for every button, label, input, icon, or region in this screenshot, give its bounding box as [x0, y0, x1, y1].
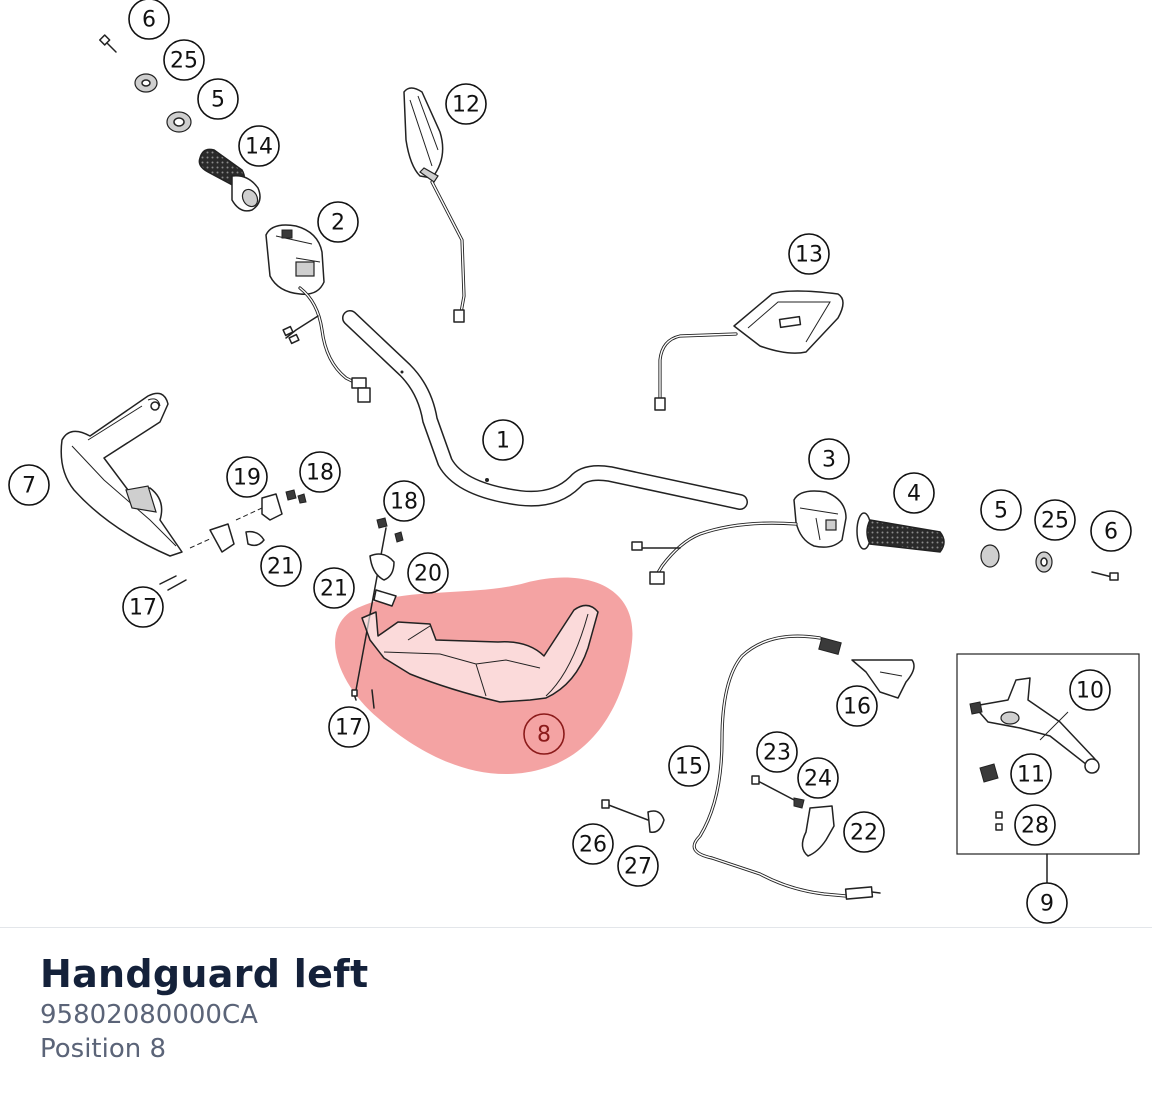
svg-text:3: 3 [822, 448, 836, 473]
bar-end-assembly-right [980, 544, 1119, 581]
svg-text:5: 5 [211, 88, 225, 113]
svg-text:24: 24 [804, 767, 832, 792]
cable-boot [851, 659, 915, 699]
svg-text:23: 23 [763, 741, 791, 766]
callout-16[interactable]: 16 [836, 685, 878, 727]
callout-9[interactable]: 9 [1026, 882, 1068, 924]
callout-18-a[interactable]: 18 [299, 451, 341, 493]
exploded-parts-diagram: 6 25 5 14 2 12 13 1 3 4 5 25 6 7 19 18 1… [8, 0, 1140, 924]
callout-20[interactable]: 20 [407, 552, 449, 594]
part-number: 95802080000CA [40, 1000, 258, 1030]
svg-text:18: 18 [306, 461, 334, 486]
grip-right [856, 512, 945, 553]
svg-text:18: 18 [390, 490, 418, 515]
svg-text:17: 17 [335, 716, 363, 741]
callout-11[interactable]: 11 [1010, 753, 1052, 795]
adjuster-bolt [601, 799, 665, 833]
switch-housing-left [265, 224, 371, 403]
callout-21-a[interactable]: 21 [260, 545, 302, 587]
svg-text:26: 26 [579, 833, 607, 858]
callout-25-right[interactable]: 25 [1034, 499, 1076, 541]
callout-19[interactable]: 19 [226, 456, 268, 498]
svg-text:6: 6 [142, 8, 156, 33]
svg-text:21: 21 [320, 577, 348, 602]
callout-1[interactable]: 1 [482, 419, 524, 461]
svg-text:4: 4 [907, 482, 921, 507]
switch-housing-right [631, 490, 847, 585]
callout-4[interactable]: 4 [893, 472, 935, 514]
part-info: Handguard left 95802080000CA Position 8 [40, 950, 368, 1066]
handguard-left [361, 604, 599, 703]
footer-divider [0, 927, 1152, 928]
callout-26[interactable]: 26 [572, 823, 614, 865]
callout-14[interactable]: 14 [238, 125, 280, 167]
callout-21-b[interactable]: 21 [313, 567, 355, 609]
callout-8-selected[interactable]: 8 [523, 713, 565, 755]
callout-17-b[interactable]: 17 [328, 706, 370, 748]
callout-15[interactable]: 15 [668, 745, 710, 787]
svg-text:13: 13 [795, 243, 823, 268]
grip-left [198, 148, 261, 212]
callout-3[interactable]: 3 [808, 438, 850, 480]
callout-2[interactable]: 2 [317, 201, 359, 243]
part-position: Position 8 [40, 1034, 167, 1064]
part-title: Handguard left [40, 952, 369, 996]
svg-text:11: 11 [1017, 763, 1045, 788]
svg-text:15: 15 [675, 755, 703, 780]
clutch-cable [692, 634, 881, 900]
leader-lines [1039, 711, 1069, 741]
mirror-right [654, 290, 844, 411]
clutch-switch [751, 775, 835, 857]
callout-17-a[interactable]: 17 [122, 586, 164, 628]
callout-23[interactable]: 23 [756, 731, 798, 773]
svg-text:6: 6 [1104, 520, 1118, 545]
svg-text:25: 25 [170, 49, 198, 74]
svg-text:21: 21 [267, 555, 295, 580]
callout-group: 6 25 5 14 2 12 13 1 3 4 5 25 6 7 19 18 1… [8, 0, 1132, 924]
callout-27[interactable]: 27 [617, 845, 659, 887]
svg-text:28: 28 [1021, 814, 1049, 839]
callout-24[interactable]: 24 [797, 757, 839, 799]
svg-text:5: 5 [994, 499, 1008, 524]
svg-text:19: 19 [233, 466, 261, 491]
callout-5-right[interactable]: 5 [980, 489, 1022, 531]
svg-text:16: 16 [843, 695, 871, 720]
callout-13[interactable]: 13 [788, 233, 830, 275]
callout-6[interactable]: 6 [128, 0, 170, 40]
svg-text:14: 14 [245, 135, 273, 160]
callout-18-b[interactable]: 18 [383, 480, 425, 522]
svg-text:27: 27 [624, 855, 652, 880]
svg-text:7: 7 [22, 474, 36, 499]
callout-6-right[interactable]: 6 [1090, 510, 1132, 552]
callout-10[interactable]: 10 [1069, 669, 1111, 711]
callout-22[interactable]: 22 [843, 811, 885, 853]
handlebar [342, 310, 748, 510]
svg-text:12: 12 [452, 93, 480, 118]
mirror-left [403, 87, 466, 323]
svg-text:1: 1 [496, 429, 510, 454]
mounting-clamp-right [245, 489, 307, 547]
callout-25[interactable]: 25 [163, 39, 205, 81]
mounting-clamp-left [351, 517, 404, 709]
svg-text:2: 2 [331, 211, 345, 236]
callout-5[interactable]: 5 [197, 78, 239, 120]
svg-text:8: 8 [537, 723, 551, 748]
svg-text:17: 17 [129, 596, 157, 621]
svg-text:20: 20 [414, 562, 442, 587]
bar-end-assembly-left [99, 34, 192, 133]
svg-text:25: 25 [1041, 509, 1069, 534]
svg-text:9: 9 [1040, 892, 1054, 917]
svg-text:22: 22 [850, 821, 878, 846]
callout-28[interactable]: 28 [1014, 804, 1056, 846]
handguard-right [60, 392, 263, 591]
svg-text:10: 10 [1076, 679, 1104, 704]
clutch-lever-assembly [956, 653, 1140, 887]
callout-7[interactable]: 7 [8, 464, 50, 506]
callout-12[interactable]: 12 [445, 83, 487, 125]
